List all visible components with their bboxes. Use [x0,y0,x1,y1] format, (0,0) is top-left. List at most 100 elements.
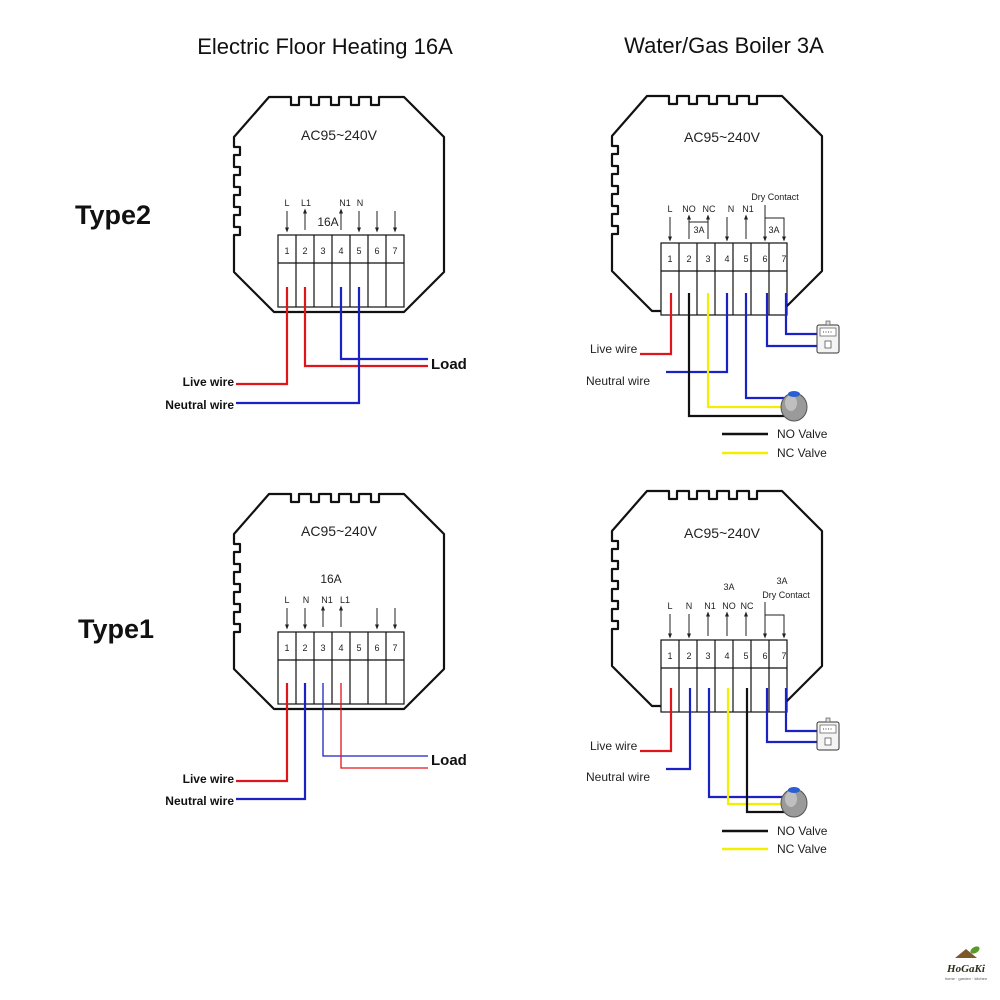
terminal-label-N: N [357,198,364,208]
leaf-icon [970,946,980,954]
neutral-wire-label: Neutral wire [586,770,650,784]
terminal-number: 3 [705,651,710,661]
no-valve-label: NO Valve [777,824,828,838]
terminal-number: 3 [705,254,710,264]
terminal-label-N1: N1 [321,595,333,605]
terminal-label-NC: NC [741,601,754,611]
neutral-wire [666,688,692,771]
terminal-arrows [668,205,786,242]
terminal-arrows [668,602,786,639]
terminal-number: 5 [743,651,748,661]
voltage-label: AC95~240V [301,523,378,539]
type2-label: Type2 [75,200,151,230]
electric-floor-heating-heading: Electric Floor Heating 16A [197,34,453,59]
terminal-label-L: L [284,595,289,605]
rating-label: 3A [768,225,779,235]
terminal-number: 6 [374,246,379,256]
voltage-label: AC95~240V [301,127,378,143]
valve-neutral-wire [744,293,785,400]
terminal-number: 6 [762,651,767,661]
terminal-number: 7 [781,651,786,661]
rating-label: 3A [723,582,734,592]
terminal-number: 2 [302,643,307,653]
live-wire-label: Live wire [590,739,638,753]
terminal-arrows [285,208,397,233]
house-icon [955,949,977,958]
terminal-label-NO: NO [722,601,736,611]
load-label: Load [431,356,467,373]
terminal-labels: L NO NC N N1 3A 3A [667,204,779,235]
terminal-number: 3 [320,246,325,256]
dry-contact-wire [765,688,817,744]
no-valve-wire [687,293,785,418]
voltage-label: AC95~240V [684,129,761,145]
nc-valve-label: NC Valve [777,842,827,856]
wires [640,688,817,814]
logo-tagline: home · garden · kitchen [945,976,987,981]
terminal-label-L1: L1 [340,595,350,605]
valve-neutral-wire [707,688,785,799]
terminal-labels: L L1 N1 N [284,198,363,208]
terminal-label-N: N [728,204,735,214]
terminal-labels: L N N1 L1 [284,595,350,605]
rating-label: 16A [317,215,338,229]
terminal-number: 2 [686,651,691,661]
terminal-number: 4 [724,254,729,264]
dry-contact-wire [765,293,817,348]
terminal-number: 4 [724,651,729,661]
water-gas-boiler-heading: Water/Gas Boiler 3A [624,33,824,58]
rating-label: 16A [320,572,341,586]
terminal-label-L: L [667,601,672,611]
boiler-icon [816,320,840,354]
terminal-number: 1 [284,246,289,256]
neutral-wire [236,683,307,801]
no-valve-label: NO Valve [777,427,828,441]
terminal-labels: 3A 3A Dry Contact L N N1 NO NC [667,576,810,611]
logo-name: HoGaKi [946,963,986,975]
terminal-number: 5 [356,643,361,653]
type1-label: Type1 [78,614,154,644]
valve-actuator-icon [780,786,808,818]
terminal-number: 7 [392,246,397,256]
rating-label: 3A [693,225,704,235]
terminal-numbers: 1 2 3 4 5 6 7 [284,643,397,653]
type2-boiler-diagram: AC95~240V Dry Contact L NO NC N N1 3A 3A… [586,94,840,460]
terminal-number: 4 [338,246,343,256]
neutral-wire-label: Neutral wire [165,398,234,412]
live-wire-label: Live wire [590,342,638,356]
terminal-number: 1 [667,651,672,661]
terminal-number: 5 [743,254,748,264]
no-valve-wire [745,688,785,814]
terminal-label-N: N [303,595,310,605]
valve-legend: NO Valve NC Valve [722,824,828,856]
rating-label: 3A [776,576,787,586]
terminal-label-N1: N1 [339,198,351,208]
terminal-label-L: L [667,204,672,214]
terminal-label-N: N [686,601,693,611]
terminal-label-N1: N1 [704,601,716,611]
live-wire-label: Live wire [183,375,235,389]
live-wire [236,287,289,386]
load-label: Load [431,752,467,769]
nc-valve-label: NC Valve [777,446,827,460]
terminal-arrows [285,605,397,630]
terminal-numbers: 1 2 3 4 5 6 7 [667,651,786,661]
terminal-number: 5 [356,246,361,256]
wires [236,287,428,405]
terminal-number: 2 [302,246,307,256]
wires [640,293,817,418]
live-wire-label: Live wire [183,772,235,786]
live-wire [236,683,289,783]
load-neutral-wire [322,683,428,757]
boiler-icon [816,717,840,751]
valve-actuator-icon [780,390,808,422]
terminal-numbers: 1 2 3 4 5 6 7 [667,254,786,264]
neutral-wire [236,287,361,405]
terminal-label-NC: NC [703,204,716,214]
neutral-wire-label: Neutral wire [165,794,234,808]
terminal-number: 7 [781,254,786,264]
dry-contact-label: Dry Contact [762,590,810,600]
type2-electric-diagram: AC95~240V 16A L L1 N1 N 1 2 3 4 5 6 7 [165,95,467,412]
neutral-wire-label: Neutral wire [586,374,650,388]
